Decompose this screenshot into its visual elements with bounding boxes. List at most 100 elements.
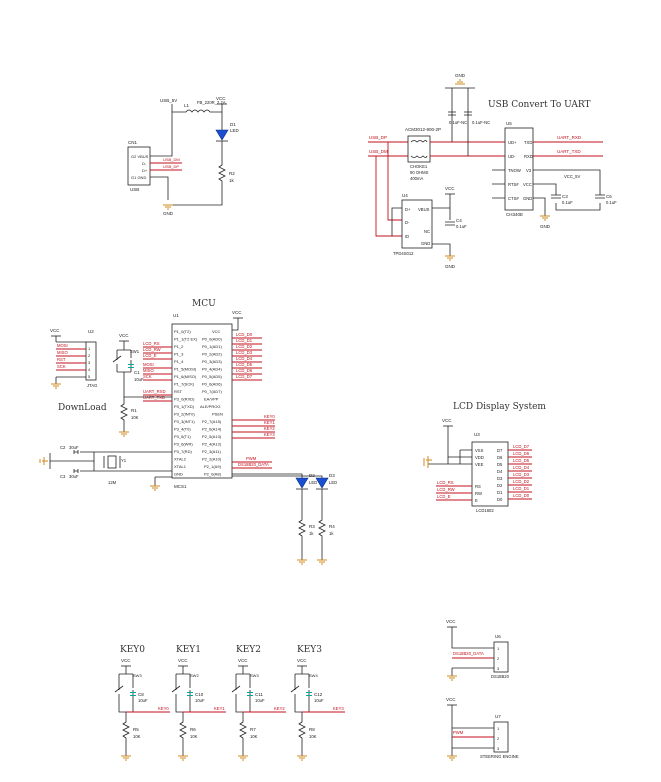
mcu-right-pin: P2_6(A14) (202, 427, 222, 432)
mcu-left-net-wires (143, 346, 172, 402)
key2-sw-ref: SW3 (250, 673, 259, 678)
mcu-left-pin: P3_5(T1) (174, 434, 191, 439)
mcu-left-pin: XTAL2 (174, 457, 187, 462)
lcd-pin-rw: RW (475, 491, 482, 496)
vcc-label-key0: VCC (121, 658, 131, 663)
mcu-left-pin: P3_0(RXD) (174, 397, 195, 402)
nc-caps (448, 111, 472, 116)
mcu-left-pin: P1_3 (174, 352, 184, 357)
ds18b20-chip (493, 641, 509, 673)
mcu-right-pin: P0_2(AD2) (202, 352, 222, 357)
ferrite-value: FB_220R_2.2A (197, 100, 226, 105)
common-mode-choke (407, 135, 431, 163)
vcc5-label: VCC_5V (564, 174, 580, 179)
lcd-pin-d1: D1 (497, 490, 503, 495)
key3-c-ref: C12 (314, 692, 323, 697)
vcc-label-usb: VCC (216, 96, 226, 101)
key2-c-ref: C11 (255, 692, 263, 697)
gnd-label-nc: GND (455, 73, 466, 78)
jtag-power-wires (55, 336, 86, 384)
ch340-pin-tnow: TNOW (508, 168, 521, 173)
gnd-label-tvs: GND (445, 264, 456, 269)
vcc-label-key2: VCC (238, 658, 248, 663)
mcu-right-pin: ALE/PROG (200, 404, 220, 409)
mcu-right-pin: PSEN (212, 412, 223, 417)
u6-pin-1: 1 (497, 646, 500, 651)
key0-circuit: VCC SW3 C8 10uF R5 10K KEY0 (114, 658, 170, 761)
mcu-left-pin: RST (174, 389, 183, 394)
ch340-pin-udp: UD+ (508, 140, 517, 145)
mcu-right-pin: P2_2(A10) (202, 457, 222, 462)
c3-crystal-value: 30uF (69, 474, 79, 479)
mcu-right-pin: P2_5(A13) (202, 434, 222, 439)
title-key2: KEY2 (236, 645, 261, 655)
ch340-pin-cts: CTS# (508, 196, 519, 201)
crystal-plates (103, 456, 121, 468)
gnd-icon-mcu (150, 485, 160, 491)
key3-c-value: 10uF (314, 698, 324, 703)
mcu-net-lcd-d7: LCD_D7 (236, 374, 253, 379)
lcd-net-rs: LCD_RS (437, 480, 454, 485)
choke-value-1: 90 OHMS (410, 170, 429, 175)
lcd-net-d4: LCD_D4 (513, 465, 530, 470)
gnd-icon-ds18b20 (447, 675, 457, 681)
mcu-right-pin: P2_0(A8) (204, 472, 222, 477)
key0-c-ref: C8 (138, 692, 144, 697)
lcd-block: LCD Display System U3 LCD1602 VSS VDD VE… (423, 402, 546, 513)
lcd-pin-vdd: VDD (475, 455, 484, 460)
title-key1: KEY1 (176, 645, 201, 655)
jtag-net-sck: SCK (57, 364, 66, 369)
r1-value: 10K (131, 415, 139, 420)
jtag-pin-5: 5 (88, 374, 91, 379)
mcu-right-pin: P0_6(AD6) (202, 382, 222, 387)
led1-ref: D1 (230, 122, 236, 127)
ch340-left-stubs (492, 169, 505, 199)
mcu-gnd-wire (154, 476, 172, 486)
gnd-icon-leds (297, 559, 327, 565)
tvs-pin-vbus: VBUS (418, 207, 430, 212)
ch340-pin-rts: RTS# (508, 182, 519, 187)
sensor-block: VCC DS18B20_DATA U6 DS18B20 1 2 3 VCC PW… (446, 619, 519, 761)
u7-pin-1: 1 (497, 726, 500, 731)
vcc-label-jtag: VCC (50, 328, 60, 333)
tvs-pin-gnd: GND (421, 241, 430, 246)
uart-net-rxd: UART_RXD (557, 135, 582, 140)
lcd-net-d5: LCD_D5 (513, 458, 530, 463)
mcu-net-lcd-d5: LCD_D5 (236, 362, 253, 367)
lcd-net-d3: LCD_D3 (513, 472, 530, 477)
c2-ref: C2 (60, 445, 66, 450)
mcu-net-lcd-d3: LCD_D3 (236, 350, 253, 355)
u6-pin-3: 3 (497, 666, 500, 671)
lcd-net-d0: LCD_D0 (513, 493, 530, 498)
lcd-ref: U3 (474, 432, 480, 437)
gnd-icon-tvs (445, 255, 455, 261)
key2-c-value: 10uF (255, 698, 265, 703)
key0-c-value: 10uF (138, 698, 148, 703)
usb-power-block: CN1 USB G2 VBUS D- D+ G1 GND USB_DM USB_… (127, 96, 240, 216)
vcc-label-key1: VCC (178, 658, 188, 663)
u7-name: STEERING ENGINE (480, 754, 519, 759)
key3-net: KEY3 (333, 706, 344, 711)
mcu-key-wires (232, 419, 275, 439)
mcu-right-pin: P2_7(A15) (202, 419, 222, 424)
mcu-ref: U1 (173, 313, 179, 318)
mcu-pwm-ds-wires (232, 461, 272, 469)
ch340-name: CH340E (506, 212, 523, 217)
gnd-icon-ch340 (540, 215, 550, 221)
vcc-label-ds18b20: VCC (446, 619, 456, 624)
c4-value: 0.1uF (456, 224, 467, 229)
key1-c-ref: C10 (195, 692, 204, 697)
key3-wires (290, 666, 310, 756)
key1-net: KEY1 (214, 706, 225, 711)
usb-pin-gnd: G1 GND (131, 175, 146, 180)
key1-r-ref: R6 (190, 727, 196, 732)
key1-circuit: VCC SW2 C10 10uF R6 10K KEY1 (171, 658, 226, 761)
c6-value: 0.1uF (606, 200, 617, 205)
key2-r-value: 10K (250, 734, 258, 739)
mcu-net-lcd-d0: LCD_D0 (236, 332, 253, 337)
ch340-power-wires (533, 169, 601, 216)
jtag-pin-2: 2 (88, 353, 91, 358)
c3-ref: C3 (562, 194, 568, 199)
mcu-net-pwm: PWM (246, 456, 257, 461)
u6-pin-2: 2 (497, 656, 500, 661)
